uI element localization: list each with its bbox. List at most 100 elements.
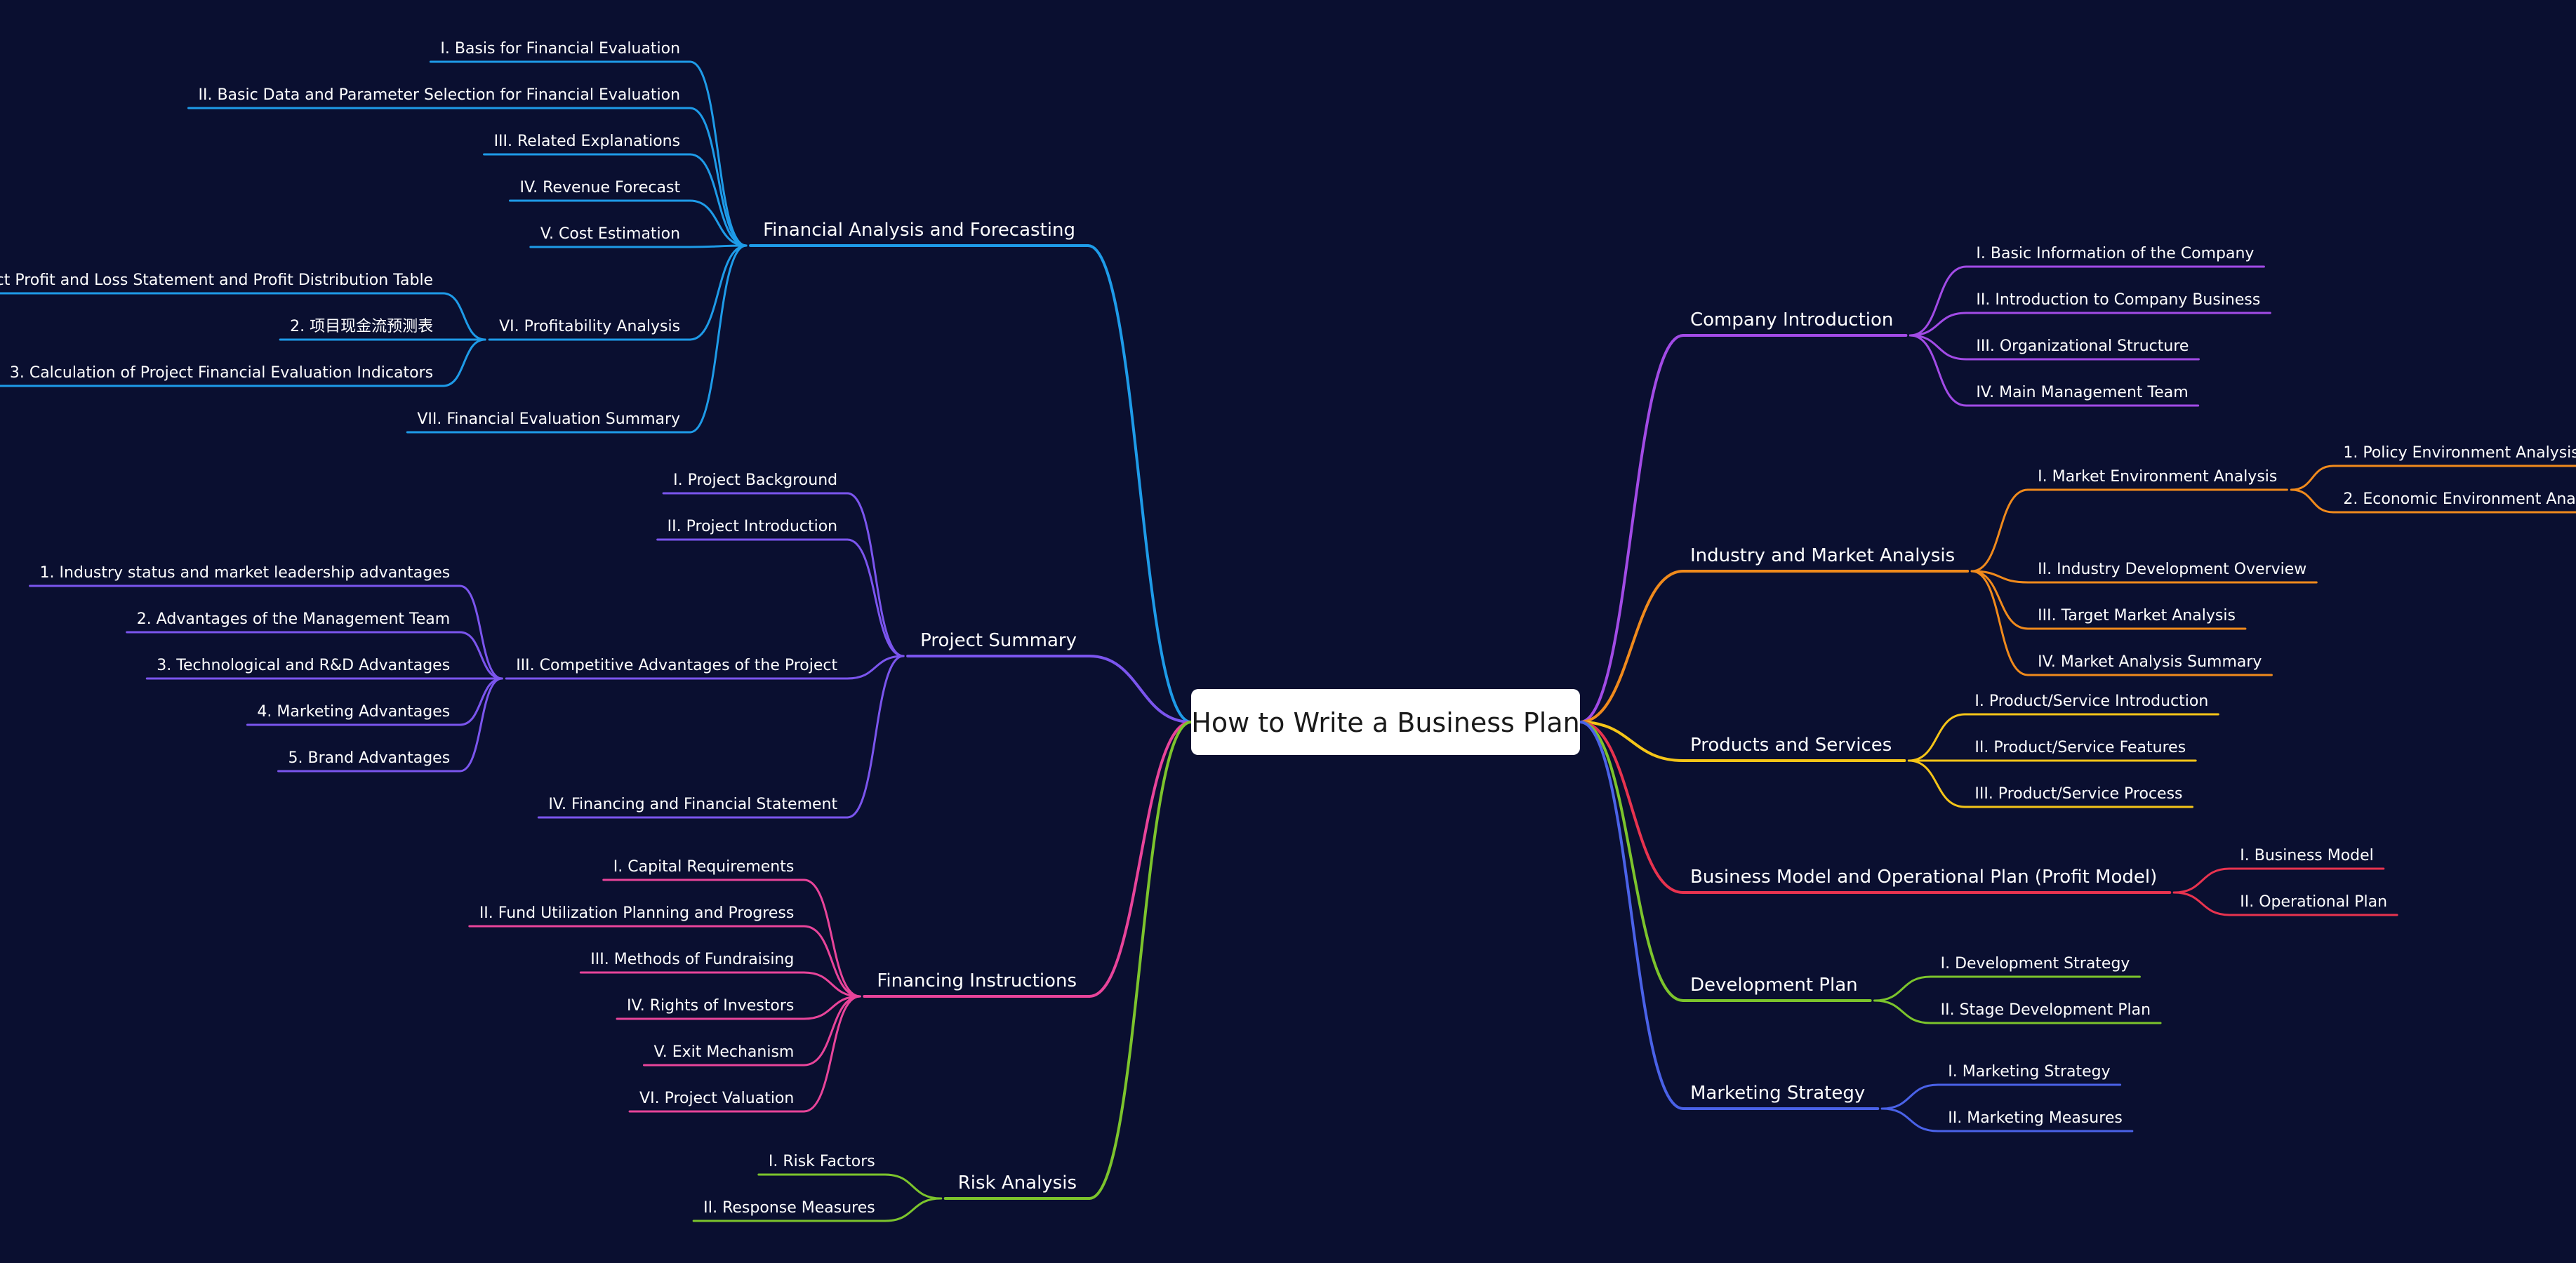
leaf-connector-financial-analysis-and-forecasting-6	[689, 244, 748, 341]
leaf-label-industry-and-market-analysis-1[interactable]: I. Market Environment Analysis	[2038, 468, 2277, 486]
leaf-label-risk-analysis-1[interactable]: I. Risk Factors	[769, 1153, 875, 1170]
leaf-label-financing-instructions-3[interactable]: III. Methods of Fundraising	[590, 951, 794, 968]
leaf-label-marketing-strategy-2[interactable]: II. Marketing Measures	[1948, 1109, 2123, 1127]
leaf-label-industry-and-market-analysis-2[interactable]: II. Industry Development Overview	[2038, 561, 2306, 578]
branch-label-company-introduction[interactable]: Company Introduction	[1690, 309, 1893, 330]
subleaf-label-industry-and-market-analysis-1-2[interactable]: 2. Economic Environment Analysis	[2343, 490, 2576, 508]
leaf-label-company-introduction-3[interactable]: III. Organizational Structure	[1976, 338, 2189, 355]
leaf-label-products-and-services-1[interactable]: I. Product/Service Introduction	[1974, 693, 2208, 710]
leaf-label-financial-analysis-and-forecasting-2[interactable]: II. Basic Data and Parameter Selection f…	[198, 86, 680, 104]
leaf-connector-financial-analysis-and-forecasting-2	[689, 107, 748, 247]
leaf-label-financing-instructions-4[interactable]: IV. Rights of Investors	[627, 997, 794, 1015]
branch-label-financing-instructions[interactable]: Financing Instructions	[877, 970, 1077, 991]
leaf-label-business-model-and-operational-plan-2[interactable]: II. Operational Plan	[2240, 893, 2387, 911]
leaf-label-marketing-strategy-1[interactable]: I. Marketing Strategy	[1948, 1063, 2110, 1081]
root-connector-industry-and-market-analysis	[1579, 570, 1685, 723]
leaf-connector-financial-analysis-and-forecasting-1	[689, 60, 748, 247]
leaf-label-risk-analysis-2[interactable]: II. Response Measures	[703, 1199, 875, 1217]
subleaf-connector-industry-and-market-analysis-1	[2290, 465, 2335, 491]
branch-label-project-summary[interactable]: Project Summary	[920, 630, 1077, 651]
leaf-connector-marketing-strategy-1	[1880, 1083, 1939, 1110]
leaf-label-project-summary-1[interactable]: I. Project Background	[673, 472, 837, 489]
branch-label-financial-analysis-and-forecasting[interactable]: Financial Analysis and Forecasting	[763, 220, 1075, 241]
leaf-connector-financial-analysis-and-forecasting-5	[689, 244, 748, 248]
subleaf-connector-project-summary-4	[458, 677, 503, 726]
subleaf-label-project-summary-3-4[interactable]: 4. Marketing Advantages	[257, 703, 450, 721]
leaf-label-financial-analysis-and-forecasting-4[interactable]: IV. Revenue Forecast	[519, 179, 680, 196]
leaf-label-industry-and-market-analysis-4[interactable]: IV. Market Analysis Summary	[2038, 653, 2262, 671]
branch-label-marketing-strategy[interactable]: Marketing Strategy	[1690, 1083, 1865, 1104]
leaf-connector-company-introduction-1	[1908, 265, 1967, 337]
subleaf-label-financial-analysis-and-forecasting-6-1[interactable]: 1. Project Profit and Loss Statement and…	[0, 272, 433, 289]
leaf-label-industry-and-market-analysis-3[interactable]: III. Target Market Analysis	[2038, 607, 2236, 624]
subleaf-connector-project-summary-2	[458, 631, 503, 680]
subleaf-label-industry-and-market-analysis-1-1[interactable]: 1. Policy Environment Analysis	[2343, 444, 2576, 462]
leaf-label-company-introduction-1[interactable]: I. Basic Information of the Company	[1976, 245, 2254, 262]
leaf-connector-financing-instructions-3	[802, 971, 861, 998]
subleaf-label-financial-analysis-and-forecasting-6-3[interactable]: 3. Calculation of Project Financial Eval…	[10, 364, 433, 382]
leaf-label-development-plan-2[interactable]: II. Stage Development Plan	[1941, 1001, 2151, 1019]
leaf-label-financial-analysis-and-forecasting-1[interactable]: I. Basis for Financial Evaluation	[440, 40, 680, 58]
leaf-label-project-summary-4[interactable]: IV. Financing and Financial Statement	[548, 796, 837, 813]
root-connector-company-introduction	[1579, 334, 1685, 723]
root-connector-risk-analysis	[1088, 721, 1193, 1200]
leaf-label-financial-analysis-and-forecasting-6[interactable]: VI. Profitability Analysis	[499, 318, 680, 335]
leaf-connector-financing-instructions-2	[802, 925, 861, 998]
leaf-connector-risk-analysis-1	[884, 1173, 943, 1200]
branch-label-industry-and-market-analysis[interactable]: Industry and Market Analysis	[1690, 545, 1955, 566]
leaf-connector-company-introduction-3	[1908, 334, 1967, 361]
subleaf-connector-project-summary-1	[458, 584, 503, 680]
subleaf-label-financial-analysis-and-forecasting-6-2[interactable]: 2. 项目现金流预测表	[290, 318, 433, 335]
root-connector-financial-analysis-and-forecasting	[1087, 244, 1193, 723]
subleaf-label-project-summary-3-5[interactable]: 5. Brand Advantages	[288, 749, 451, 767]
leaf-connector-financial-analysis-and-forecasting-3	[689, 153, 748, 247]
subleaf-connector-project-summary-5	[458, 677, 503, 773]
leaf-connector-development-plan-2	[1873, 999, 1932, 1024]
leaf-label-project-summary-2[interactable]: II. Project Introduction	[668, 518, 837, 535]
leaf-connector-products-and-services-1	[1907, 713, 1966, 762]
leaf-connector-marketing-strategy-2	[1880, 1107, 1939, 1132]
leaf-label-financing-instructions-2[interactable]: II. Fund Utilization Planning and Progre…	[479, 904, 795, 922]
branch-label-business-model-and-operational-plan[interactable]: Business Model and Operational Plan (Pro…	[1690, 867, 2157, 888]
root-connector-marketing-strategy	[1579, 721, 1685, 1110]
leaf-label-financial-analysis-and-forecasting-7[interactable]: VII. Financial Evaluation Summary	[417, 410, 680, 428]
leaf-label-development-plan-1[interactable]: I. Development Strategy	[1941, 955, 2130, 973]
root-connector-financing-instructions	[1088, 721, 1193, 998]
connector-lines	[0, 60, 2576, 1222]
branch-label-products-and-services[interactable]: Products and Services	[1690, 735, 1892, 756]
leaf-connector-industry-and-market-analysis-1	[1970, 488, 2029, 573]
leaf-label-financing-instructions-1[interactable]: I. Capital Requirements	[613, 858, 795, 876]
leaf-label-company-introduction-2[interactable]: II. Introduction to Company Business	[1976, 291, 2260, 309]
leaf-connector-financial-analysis-and-forecasting-4	[689, 199, 748, 247]
leaf-label-company-introduction-4[interactable]: IV. Main Management Team	[1976, 384, 2188, 401]
leaf-label-products-and-services-3[interactable]: III. Product/Service Process	[1974, 785, 2182, 803]
leaf-connector-financing-instructions-6	[802, 995, 861, 1113]
leaf-connector-industry-and-market-analysis-3	[1970, 570, 2029, 630]
subleaf-connector-industry-and-market-analysis-2	[2290, 488, 2335, 514]
leaf-label-project-summary-3[interactable]: III. Competitive Advantages of the Proje…	[516, 657, 837, 674]
leaf-label-financial-analysis-and-forecasting-5[interactable]: V. Cost Estimation	[540, 225, 680, 243]
leaf-label-financial-analysis-and-forecasting-3[interactable]: III. Related Explanations	[494, 133, 681, 150]
subleaf-connector-financial-analysis-and-forecasting-1	[441, 292, 486, 341]
leaf-connector-business-model-and-operational-plan-2	[2172, 891, 2231, 916]
leaf-connector-project-summary-2	[846, 538, 905, 657]
root-connector-project-summary	[1088, 655, 1193, 723]
leaf-connector-project-summary-4	[846, 655, 905, 819]
subleaf-label-project-summary-3-1[interactable]: 1. Industry status and market leadership…	[40, 564, 451, 582]
leaf-connector-financing-instructions-5	[802, 995, 861, 1067]
leaf-label-products-and-services-2[interactable]: II. Product/Service Features	[1974, 739, 2186, 756]
root-connector-products-and-services	[1579, 721, 1685, 762]
leaf-label-business-model-and-operational-plan-1[interactable]: I. Business Model	[2240, 847, 2374, 864]
leaf-connector-financial-analysis-and-forecasting-7	[689, 244, 748, 434]
subleaf-connector-financial-analysis-and-forecasting-3	[441, 338, 486, 387]
root-node[interactable]: How to Write a Business Plan	[1191, 689, 1580, 755]
leaf-label-financing-instructions-6[interactable]: VI. Project Valuation	[639, 1090, 794, 1107]
leaf-connector-business-model-and-operational-plan-1	[2172, 867, 2231, 894]
root-connector-development-plan	[1579, 721, 1685, 1002]
branch-label-risk-analysis[interactable]: Risk Analysis	[958, 1172, 1077, 1194]
subleaf-label-project-summary-3-2[interactable]: 2. Advantages of the Management Team	[137, 610, 450, 628]
subleaf-label-project-summary-3-3[interactable]: 3. Technological and R&D Advantages	[157, 657, 450, 674]
leaf-label-financing-instructions-5[interactable]: V. Exit Mechanism	[654, 1043, 795, 1061]
branch-label-development-plan[interactable]: Development Plan	[1690, 975, 1858, 996]
